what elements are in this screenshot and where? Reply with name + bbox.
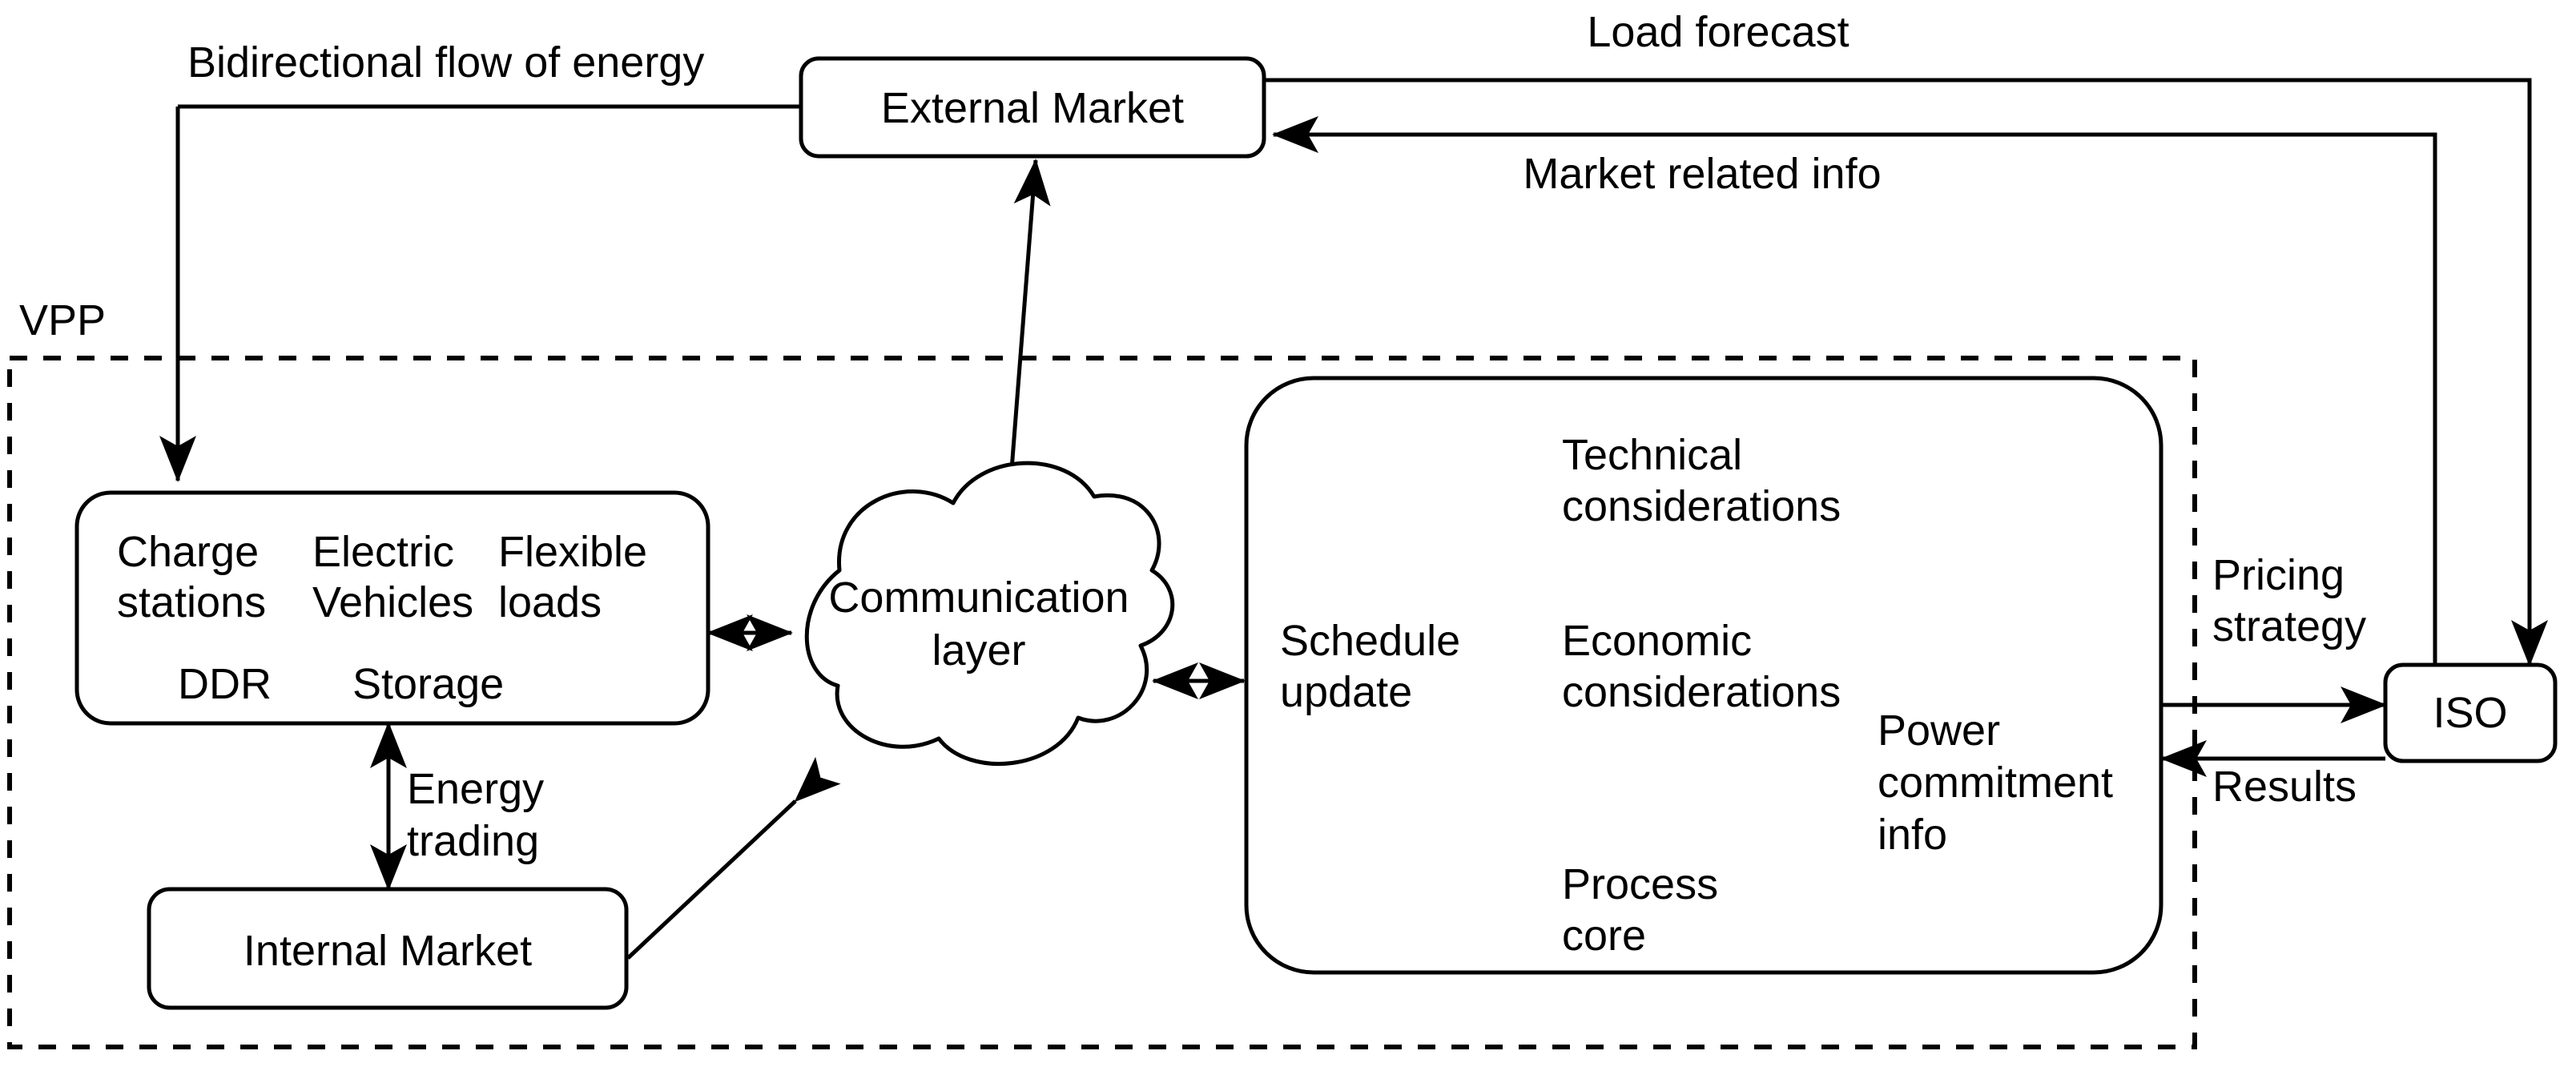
edge-label-bidirectional-flow: Bidirectional flow of energy — [187, 38, 704, 87]
technical-considerations-label-line1: Technical — [1562, 431, 1742, 479]
node-external-market[interactable] — [799, 56, 1266, 159]
communication-layer-label-line1: Communication — [828, 574, 1129, 622]
charge-stations-label-line1: Charge — [117, 528, 259, 576]
node-der-resources[interactable] — [74, 490, 710, 726]
edge-label-power-commitment-line3: info — [1878, 811, 1947, 859]
edge-label-energy-trading-line1: Energy — [407, 765, 544, 813]
edge-label-power-commitment-line2: commitment — [1878, 759, 2113, 807]
edge-label-power-commitment-line1: Power — [1878, 707, 2000, 755]
edge-market-related-info — [1271, 116, 2437, 697]
process-core-label-line2: core — [1562, 912, 1646, 960]
node-communication-layer-cloud[interactable] — [804, 461, 1175, 767]
internal-market-label: Internal Market — [244, 927, 532, 975]
economic-considerations-label-line1: Economic — [1562, 617, 1752, 665]
edge-label-schedule-update-line2: update — [1280, 668, 1412, 716]
external-market-label: External Market — [881, 84, 1184, 132]
node-iso[interactable] — [2383, 662, 2558, 763]
edge-label-pricing-strategy-line1: Pricing — [2212, 551, 2345, 599]
vpp-boundary — [7, 356, 2197, 1049]
edge-label-schedule-update-line1: Schedule — [1280, 617, 1460, 665]
process-core-label-line1: Process — [1562, 860, 1718, 908]
economic-considerations-label-line2: considerations — [1562, 668, 1841, 716]
node-vpp-controller[interactable] — [1244, 376, 2163, 975]
edge-internal-market-communication — [582, 756, 841, 1003]
iso-label: ISO — [2433, 689, 2507, 737]
flexible-loads-label-line1: Flexible — [498, 528, 647, 576]
edge-label-pricing-strategy-line2: strategy — [2212, 602, 2366, 650]
edge-label-market-related-info: Market related info — [1523, 150, 1881, 198]
storage-label: Storage — [352, 660, 504, 708]
communication-layer-label-line2: layer — [932, 626, 1025, 674]
node-internal-market[interactable] — [147, 887, 629, 1010]
charge-stations-label-line2: stations — [117, 578, 266, 626]
technical-considerations-label-line2: considerations — [1562, 482, 1841, 530]
edge-label-results: Results — [2212, 763, 2357, 811]
flexible-loads-label-line2: loads — [498, 578, 602, 626]
edge-load-forecast — [1266, 78, 2548, 667]
electric-vehicles-label-line2: Vehicles — [312, 578, 473, 626]
ddr-label: DDR — [178, 660, 272, 708]
edge-label-load-forecast: Load forecast — [1587, 8, 1849, 56]
vpp-boundary-label: VPP — [19, 296, 106, 344]
edge-label-energy-trading-line2: trading — [407, 817, 539, 865]
electric-vehicles-label-line1: Electric — [312, 528, 454, 576]
